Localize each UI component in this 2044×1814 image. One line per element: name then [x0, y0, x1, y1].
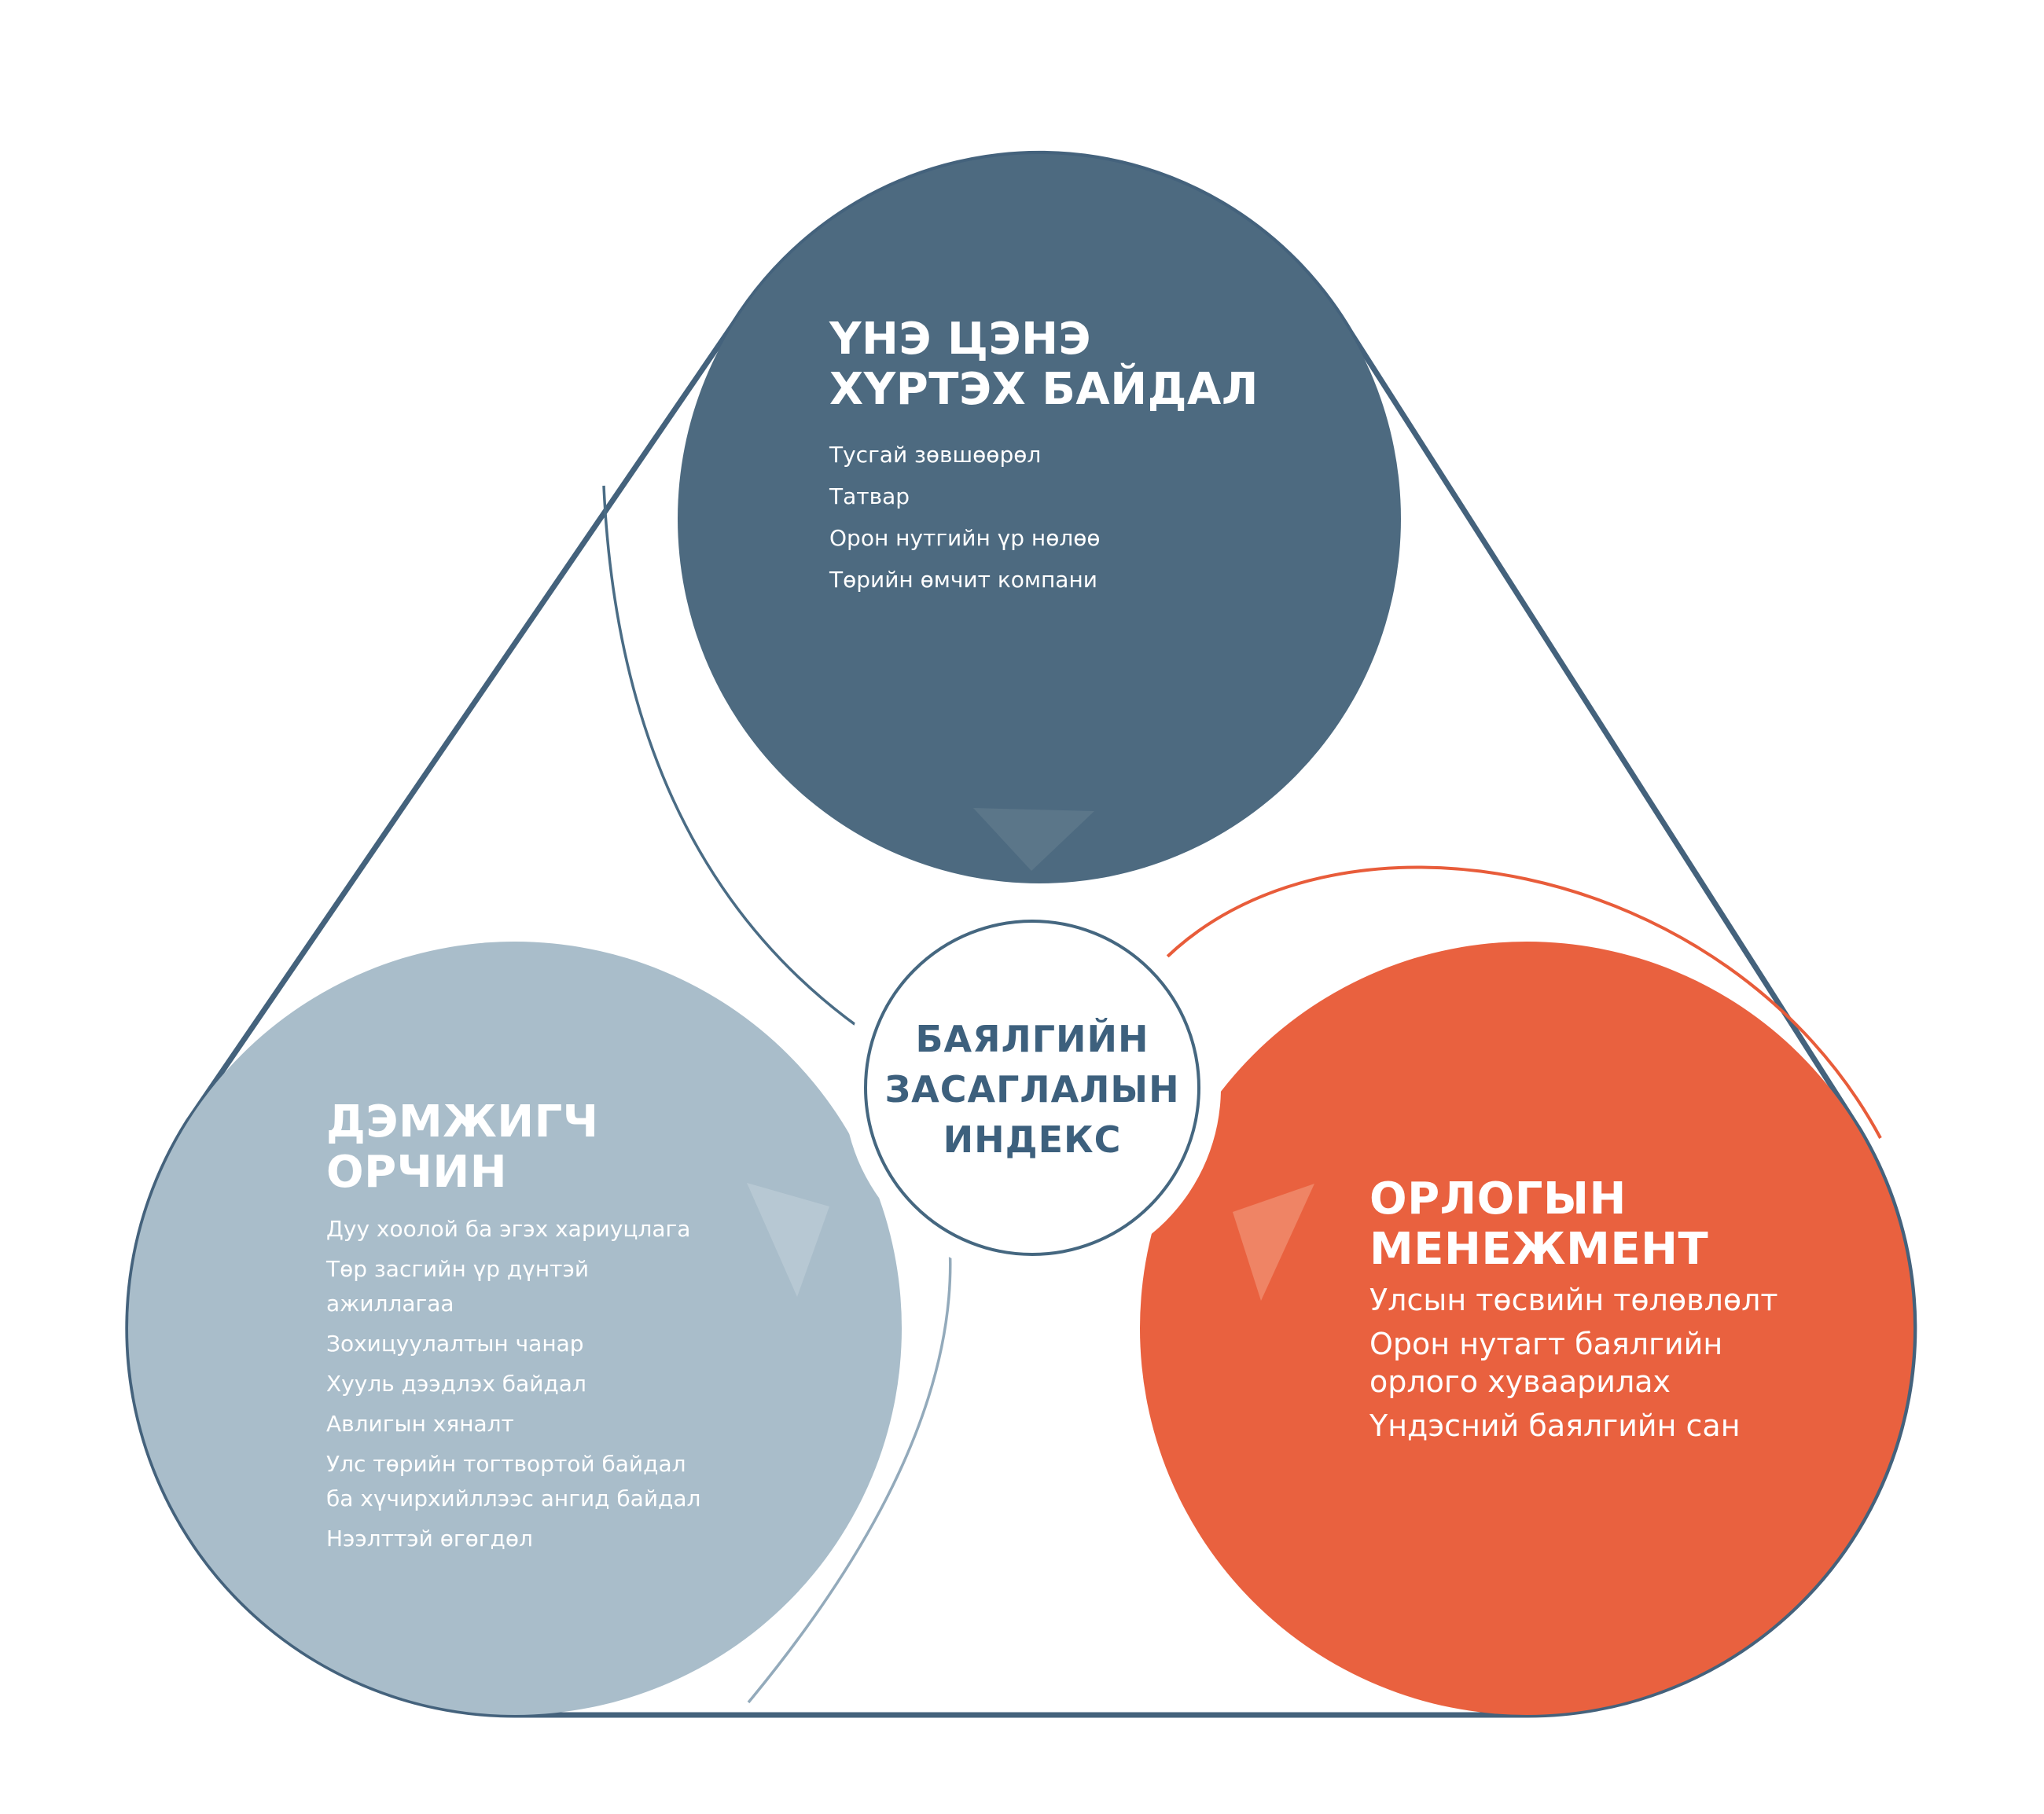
top-circle-arrow-icon	[973, 808, 1094, 871]
left-circle-item: Төр засгийн үр дүнтэй ажиллагаа	[326, 1256, 590, 1316]
top-circle-item: Орон нутгийн үр нөлөө	[829, 525, 1101, 551]
right-circle-item: Үндэсний баялгийн сан	[1369, 1408, 1741, 1443]
left-swoosh-arc	[602, 485, 872, 1037]
top-circle-item: Төрийн өмчит компани	[829, 567, 1097, 593]
triangle-outline	[125, 150, 1917, 1718]
left-circle-item-list: Дуу хоолой ба эгэх хариуцлага Төр засгий…	[326, 1212, 700, 1562]
top-circle-item: Тусгай зөвшөөрөл	[829, 442, 1042, 468]
right-circle	[1140, 942, 1913, 1715]
bottom-swoosh-arc	[747, 1232, 952, 1704]
right-circle-item: Улсын төсвийн төлөвлөлт	[1369, 1283, 1778, 1317]
right-circle-item: Орон нутагт баялгийн орлого хуваарилах	[1369, 1327, 1723, 1399]
left-circle-item: Хууль дээдлэх байдал	[326, 1371, 586, 1397]
top-circle	[678, 154, 1401, 883]
right-circle-arrow-icon	[1233, 1184, 1314, 1301]
right-circle-title: ОРЛОГЫН МЕНЕЖМЕНТ	[1369, 1173, 1709, 1275]
right-circle-item-list: Улсын төсвийн төлөвлөлт Орон нутагт баял…	[1369, 1281, 1778, 1451]
top-circle-item: Татвар	[829, 483, 910, 509]
center-circle-label: БАЯЛГИЙН ЗАСАГЛАЛЫН ИНДЕКС	[884, 1018, 1180, 1161]
left-circle-title: ДЭМЖИГЧ ОРЧИН	[326, 1096, 599, 1198]
left-circle-item: Нээлттэй өгөгдөл	[326, 1526, 533, 1551]
left-circle-item: Улс төрийн тогтвортой байдал ба хүчирхий…	[326, 1451, 701, 1511]
left-circle-arrow-icon	[747, 1183, 829, 1297]
top-circle-item-list: Тусгай зөвшөөрөл Татвар Орон нутгийн үр …	[829, 437, 1101, 604]
orange-swoosh-arc	[1156, 865, 1882, 1139]
top-circle-title: ҮНЭ ЦЭНЭ ХҮРТЭХ БАЙДАЛ	[829, 314, 1259, 415]
left-circle-item: Дуу хоолой ба эгэх хариуцлага	[326, 1216, 691, 1242]
left-circle-item: Зохицуулалтын чанар	[326, 1331, 584, 1357]
left-circle	[128, 942, 902, 1715]
center-circle	[864, 920, 1200, 1256]
left-circle-item: Авлигын хяналт	[326, 1411, 514, 1437]
